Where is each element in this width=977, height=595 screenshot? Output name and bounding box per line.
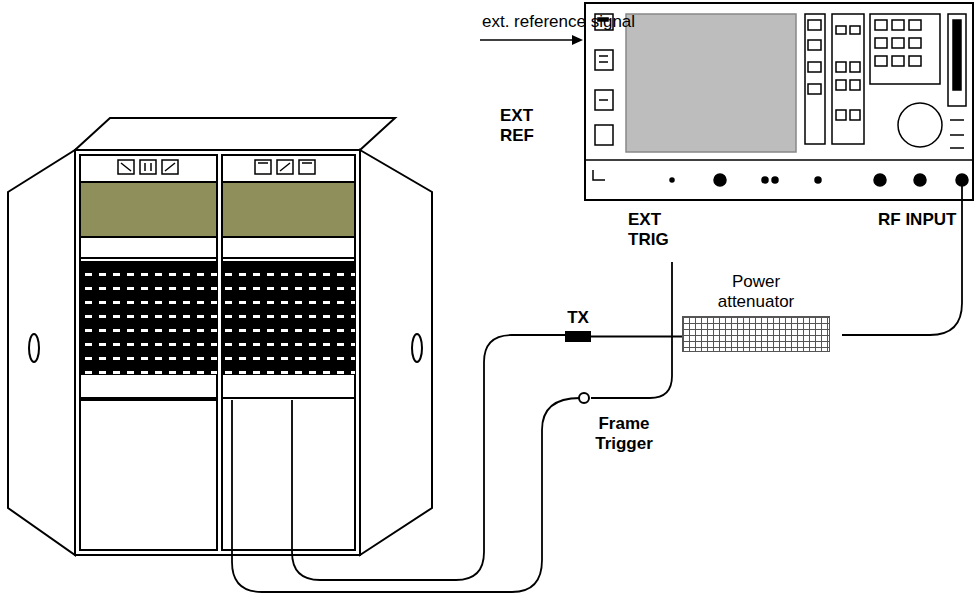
tx-connector: TX — [560, 308, 596, 342]
spectrum-analyzer — [585, 3, 973, 200]
signal-label: EXT TRIG — [628, 210, 688, 250]
connector-shape — [578, 392, 590, 404]
ext-ref-arrow — [480, 35, 583, 45]
signal-label: RF INPUT — [878, 210, 958, 230]
signal-label: EXT REF — [500, 106, 560, 146]
attenuator-box: Power attenuator — [676, 272, 836, 352]
signal-label: ext. reference signal — [482, 12, 682, 32]
cables — [232, 186, 962, 592]
node-label: Frame Trigger — [578, 414, 664, 454]
node-label: TX — [560, 308, 596, 328]
cabinet — [8, 118, 432, 555]
node-label: Power attenuator — [706, 272, 806, 312]
cable-connector — [591, 336, 682, 337]
connector-shape — [565, 331, 591, 342]
trigger-connector: Frame Trigger — [578, 392, 664, 454]
connector-shape — [682, 316, 830, 352]
